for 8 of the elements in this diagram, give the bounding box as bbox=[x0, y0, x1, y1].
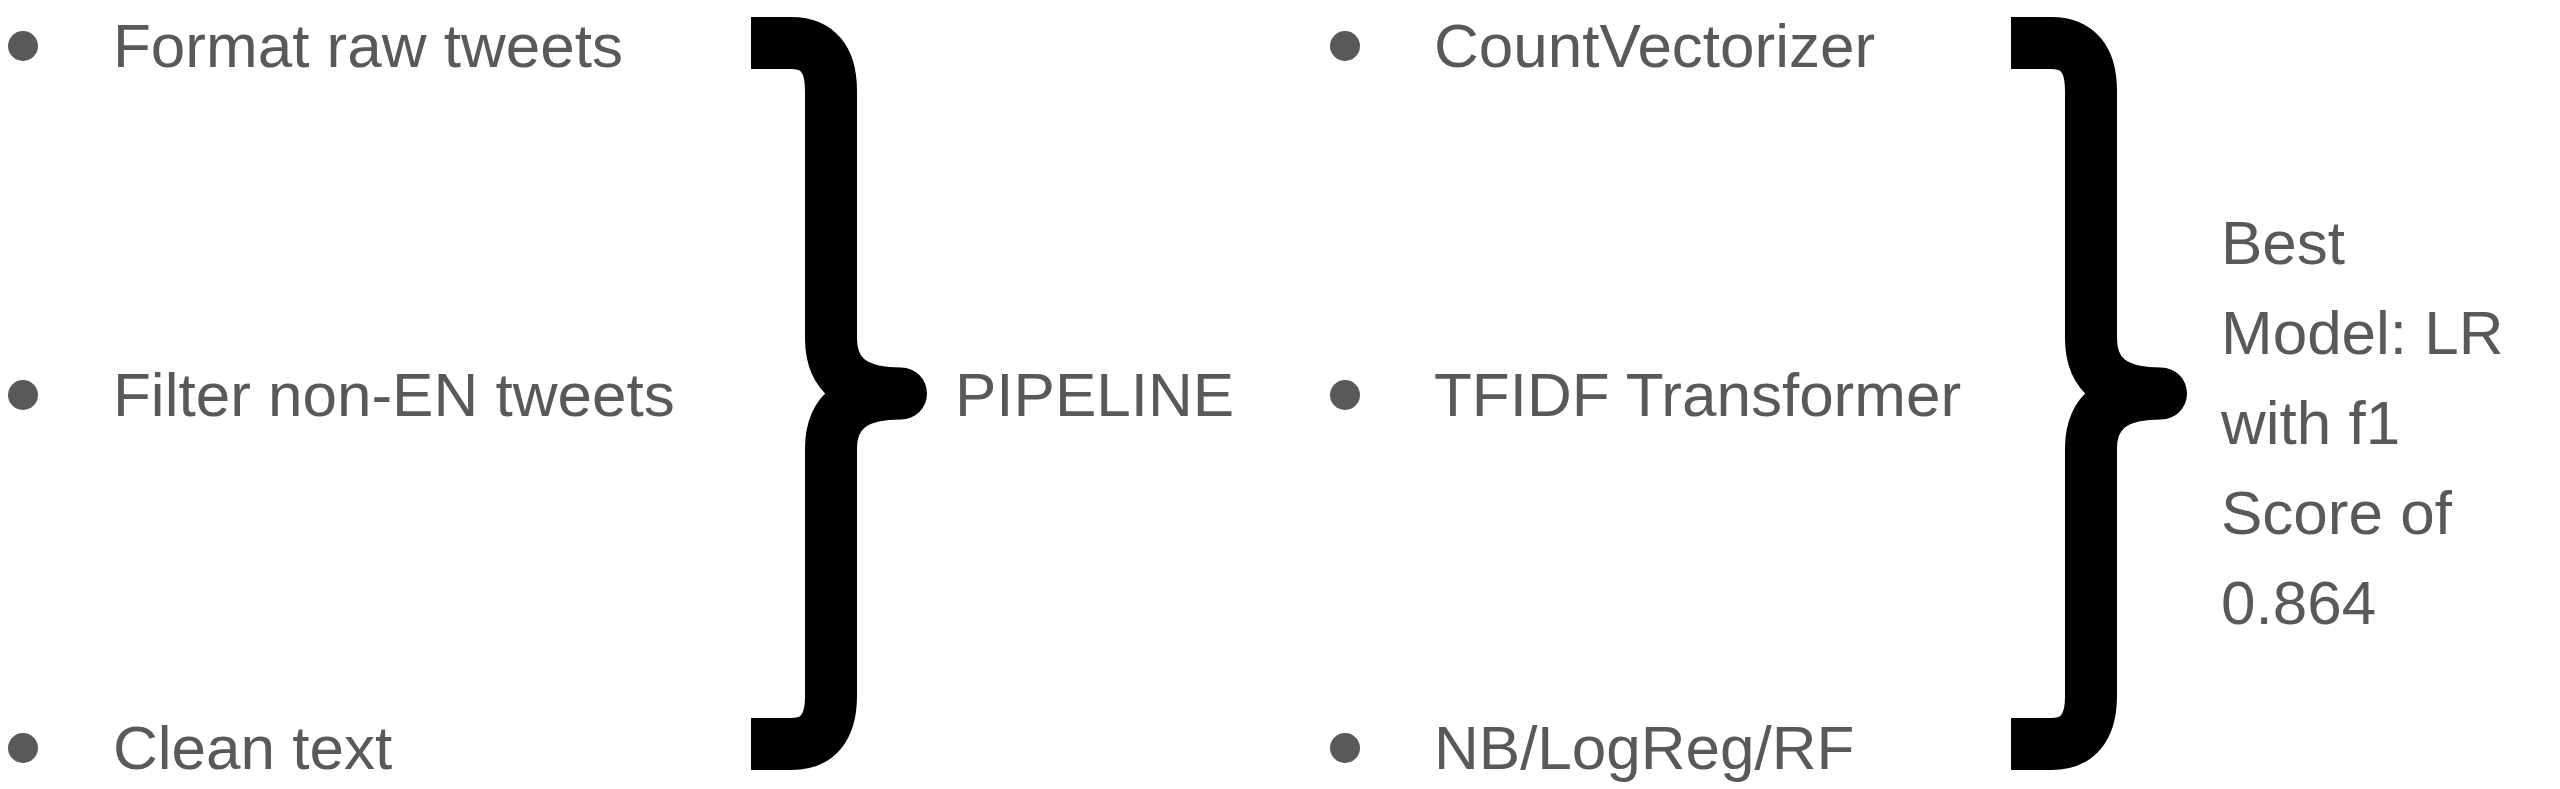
step-text: NB/LogReg/RF bbox=[1434, 712, 1855, 784]
step-text: Filter non-EN tweets bbox=[113, 359, 675, 431]
step-text: CountVectorizer bbox=[1434, 10, 1876, 82]
result-text: Best Model: LR with f1 Score of 0.864 bbox=[2221, 207, 2505, 639]
step-text: Format raw tweets bbox=[113, 10, 623, 82]
step-text: TFIDF Transformer bbox=[1434, 359, 1962, 431]
step-text: PIPELINE bbox=[955, 359, 1235, 431]
step-text: Clean text bbox=[113, 712, 393, 784]
